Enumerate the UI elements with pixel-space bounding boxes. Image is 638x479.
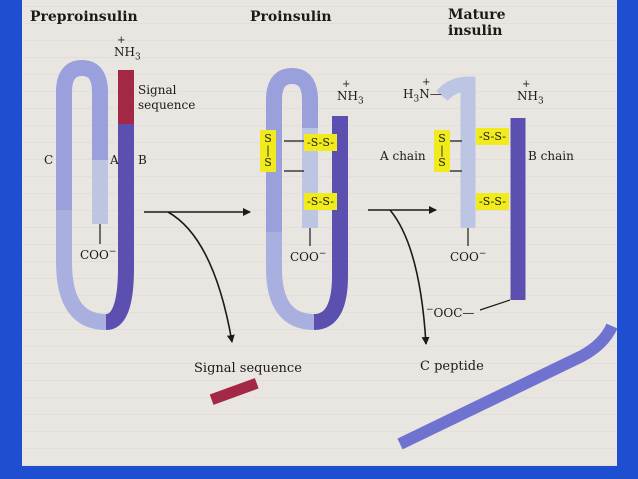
preproinsulin-b-chain-segment — [104, 124, 134, 330]
released-signal-sequence — [209, 378, 259, 405]
proinsulin-disulfide-bottom: -S-S- — [304, 193, 338, 210]
mature-insulin-molecule — [436, 76, 526, 311]
released-c-peptide — [397, 323, 617, 450]
proinsulin-bottom-loop — [266, 232, 315, 330]
preproinsulin-bottom-loop — [56, 210, 107, 330]
label-chain-c: C — [44, 153, 54, 167]
arrow-to-signal-sequence — [167, 211, 235, 343]
proinsulin-b-chain-segment — [313, 116, 348, 330]
title-proinsulin: Proinsulin — [250, 9, 332, 25]
mature-nh3-charge: + — [522, 79, 531, 90]
mature-h3n-charge: + — [422, 77, 431, 88]
mature-intrachain-disulfide: S|S — [434, 130, 450, 172]
proinsulin-nh3: NH3 — [337, 89, 364, 107]
mature-disulfide-bottom: -S-S- — [476, 193, 510, 210]
label-chain-a: A — [110, 153, 119, 167]
process-arrows — [144, 206, 437, 345]
title-mature-line2: insulin — [448, 23, 503, 39]
mature-coo: COO− — [450, 249, 487, 264]
proinsulin-intrachain-disulfide: S|S — [260, 130, 276, 172]
signal-label-line1: Signal — [138, 83, 177, 97]
title-preproinsulin: Preproinsulin — [30, 9, 138, 25]
signal-label-line2: sequence — [138, 98, 196, 112]
diagram-page: Preproinsulin Proinsulin Mature insulin … — [22, 0, 617, 466]
preproinsulin-nh3-charge: + — [117, 35, 126, 46]
title-mature-line1: Mature — [448, 7, 506, 23]
mature-disulfide-top: -S-S- — [476, 128, 510, 145]
label-c-peptide: C peptide — [420, 359, 484, 374]
mature-h3n: H3N— — [403, 87, 442, 105]
mature-nh3: NH3 — [517, 89, 544, 107]
proinsulin-c-peptide-segment — [266, 67, 318, 232]
proinsulin-molecule — [266, 67, 348, 330]
mature-a-chain — [436, 76, 476, 228]
preproinsulin-coo: COO− — [80, 247, 117, 262]
label-a-chain: A chain — [380, 149, 426, 163]
proinsulin-disulfide-top: -S-S- — [304, 134, 338, 151]
preproinsulin-c-peptide-segment — [56, 59, 108, 210]
label-chain-b: B — [138, 153, 147, 167]
mature-ooc: −OOC— — [426, 305, 475, 320]
preproinsulin-molecule — [56, 59, 134, 330]
arrow-to-c-peptide — [389, 209, 430, 345]
diagram-graphics — [56, 59, 617, 450]
preproinsulin-nh3: NH3 — [114, 45, 141, 63]
proinsulin-nh3-charge: + — [342, 79, 351, 90]
label-b-chain: B chain — [528, 149, 574, 163]
proinsulin-coo: COO− — [290, 249, 327, 264]
label-signal-sequence: Signal sequence — [194, 361, 302, 376]
